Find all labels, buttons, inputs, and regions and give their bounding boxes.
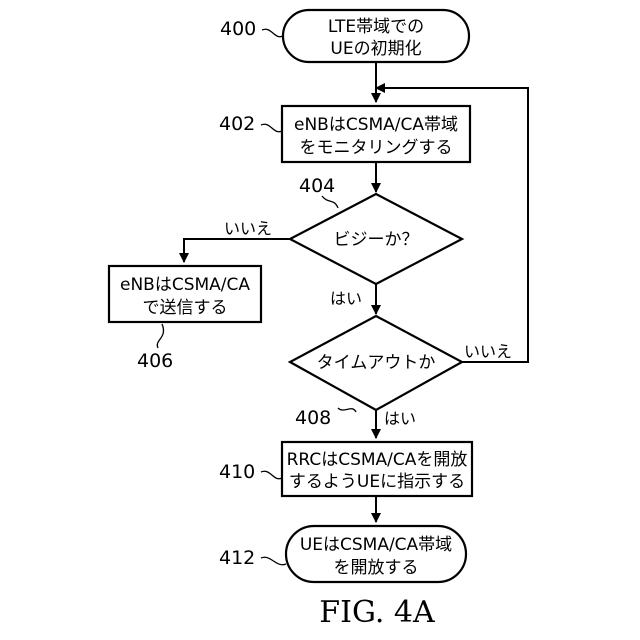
edge-busy-no — [184, 239, 290, 262]
node-busy-label: ビジーか？ — [334, 230, 419, 250]
ref-410: 410 — [219, 461, 255, 483]
ref-404: 404 — [299, 175, 335, 197]
node-release: UEはCSMA/CA帯域 を開放する — [286, 526, 466, 582]
node-timeout: タイムアウトか — [290, 316, 462, 410]
node-transmit-line-1: eNBはCSMA/CA — [120, 275, 250, 295]
figure-caption: FIG. 4A — [319, 595, 435, 630]
leader-400 — [262, 29, 283, 36]
node-monitor-line-1: eNBはCSMA/CA帯域 — [294, 115, 458, 135]
node-rrc-line-1: RRCはCSMA/CAを開放 — [287, 450, 468, 470]
ref-402: 402 — [219, 113, 255, 135]
leader-406 — [157, 324, 163, 348]
leader-410 — [261, 471, 282, 478]
node-monitor-line-2: をモニタリングする — [300, 138, 453, 158]
node-transmit-line-2: で送信する — [143, 298, 228, 318]
ref-400: 400 — [220, 18, 256, 40]
edge-label-timeout-yes: はい — [384, 409, 416, 428]
node-transmit: eNBはCSMA/CA で送信する — [109, 266, 261, 322]
node-release-line-1: UEはCSMA/CA帯域 — [300, 535, 452, 555]
edge-label-busy-no: いいえ — [224, 219, 272, 238]
node-start-line-2: UEの初期化 — [330, 39, 421, 59]
node-start: LTE帯域での UEの初期化 — [283, 10, 469, 62]
node-monitor: eNBはCSMA/CA帯域 をモニタリングする — [282, 106, 470, 162]
edge-label-busy-yes: はい — [330, 289, 362, 308]
ref-406: 406 — [137, 350, 173, 372]
node-start-line-1: LTE帯域での — [328, 17, 424, 37]
leader-412 — [261, 557, 286, 564]
leader-404 — [322, 196, 338, 208]
node-release-line-2: を開放する — [334, 558, 419, 578]
node-rrc: RRCはCSMA/CAを開放 するようUEに指示する — [282, 442, 472, 496]
edge-label-timeout-no: いいえ — [464, 342, 512, 361]
leader-402 — [261, 124, 282, 131]
node-rrc-line-2: するようUEに指示する — [289, 472, 465, 492]
leader-408 — [338, 408, 356, 412]
node-busy: ビジーか？ — [290, 194, 462, 284]
ref-408: 408 — [295, 407, 331, 429]
node-timeout-label: タイムアウトか — [317, 353, 436, 373]
ref-412: 412 — [219, 547, 255, 569]
